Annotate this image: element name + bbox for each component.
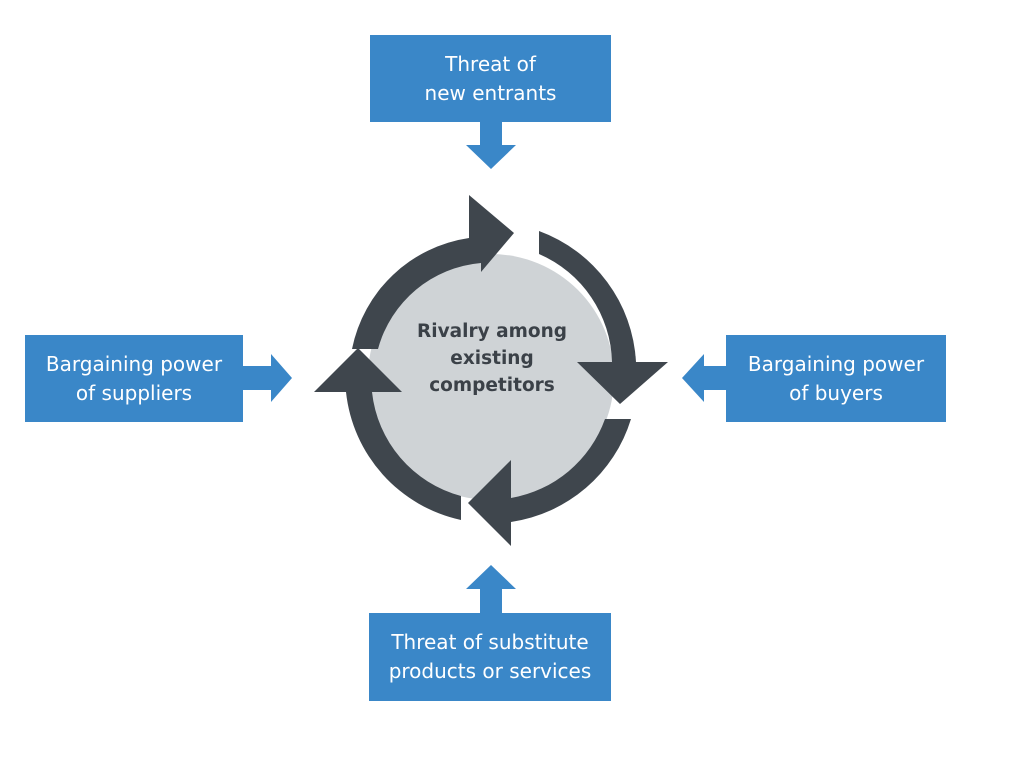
force-box-line: products or services — [388, 659, 592, 683]
cycle-arrow-top-right — [539, 231, 668, 404]
force-arrow-top-icon — [466, 122, 516, 169]
force-arrow-left-icon — [243, 354, 292, 402]
force-box-new-entrants: Threat of new entrants — [370, 35, 611, 122]
force-box-line: Threat of — [445, 51, 536, 76]
force-box-line: Bargaining power — [45, 351, 223, 376]
force-box-line: of buyers — [789, 380, 883, 405]
cycle-arrow-bottom-left — [314, 348, 461, 520]
center-label-line-3: competitors — [429, 375, 555, 396]
force-box-suppliers: Bargaining power of suppliers — [25, 335, 243, 422]
force-box-line: Threat of substitute — [391, 630, 589, 654]
force-box-substitutes: Threat of substitute products or service… — [369, 613, 611, 701]
force-arrow-right-icon — [682, 354, 726, 402]
circular-arrows-icon — [314, 195, 668, 546]
center-label-line-1: Rivalry among — [417, 321, 567, 342]
center-circle — [368, 254, 614, 500]
cycle-arrow-top-left — [352, 195, 514, 349]
center-label: Rivalry among existing competitors — [392, 318, 592, 399]
force-box-line: Bargaining power — [747, 351, 925, 376]
force-box-line: of suppliers — [75, 380, 193, 405]
force-box-buyers: Bargaining power of buyers — [726, 335, 946, 422]
force-box-line: new entrants — [424, 80, 557, 105]
cycle-arrow-bottom-right — [468, 419, 631, 546]
force-arrow-bottom-icon — [466, 565, 516, 613]
center-label-line-2: existing — [450, 348, 534, 369]
